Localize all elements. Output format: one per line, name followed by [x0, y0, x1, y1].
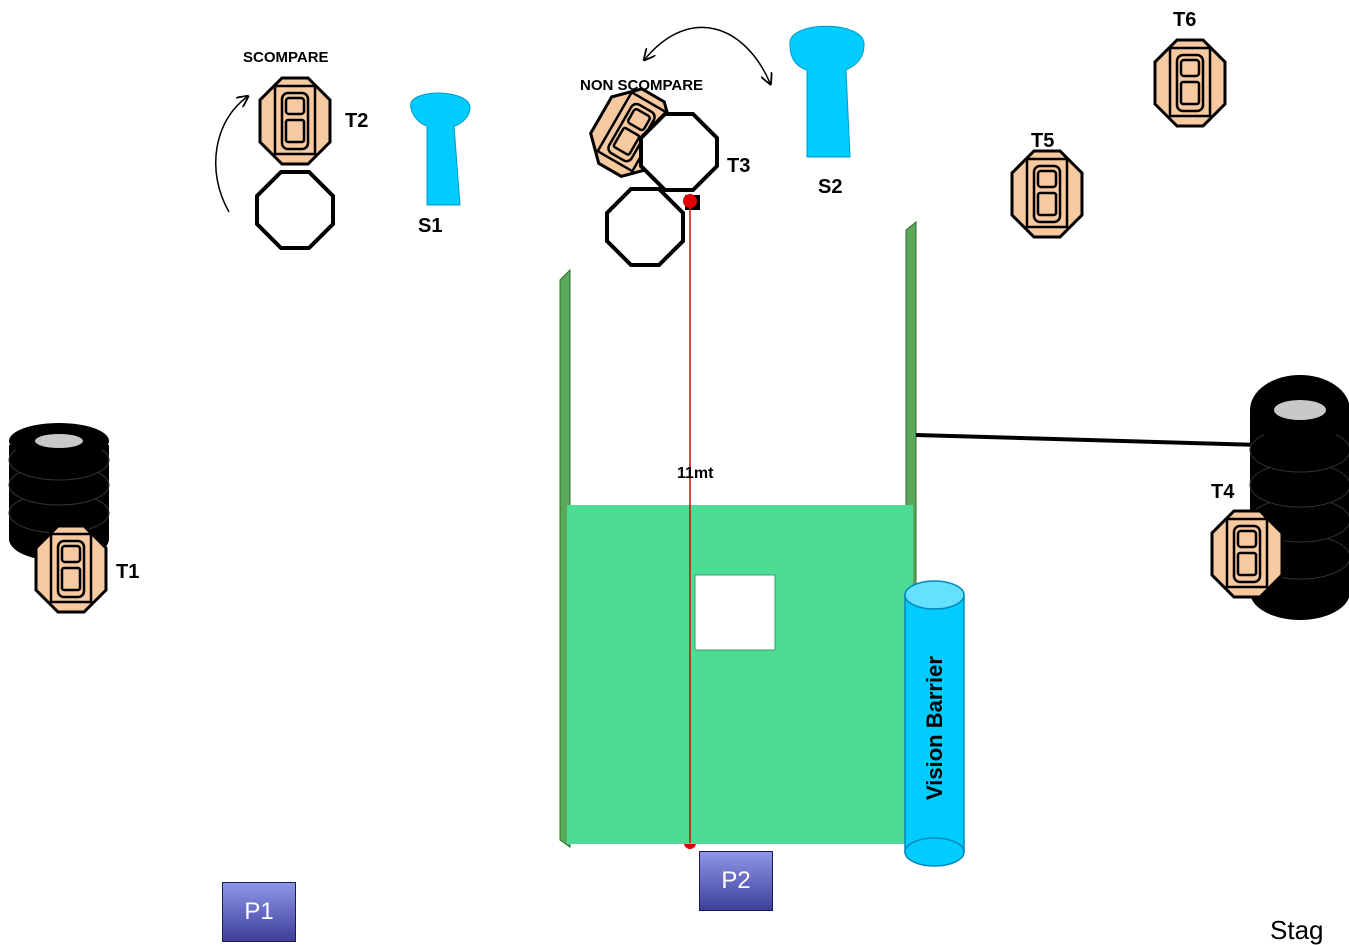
swinger-arrow-icon [215, 97, 247, 213]
label-t2: T2 [345, 110, 368, 132]
no-shoot-t3-upper [639, 112, 719, 192]
label-vision-barrier: Vision Barrier [922, 656, 947, 800]
label-s1: S1 [418, 215, 442, 237]
label-distance: 11mt [677, 465, 714, 482]
no-shoot-t2 [255, 170, 335, 250]
label-scompare: SCOMPARE [243, 49, 329, 66]
label-t5: T5 [1031, 130, 1054, 152]
steel-popper-s2 [789, 25, 865, 158]
vision-barrier [904, 580, 965, 867]
label-t1: T1 [116, 561, 139, 583]
shooting-position-p1: P1 [222, 882, 296, 942]
target-t5 [1010, 149, 1084, 239]
shooting-line-start-dot [683, 194, 697, 208]
stage-caption: Stag [1270, 915, 1324, 945]
wall-window [694, 574, 776, 651]
no-shoot-t3-lower [605, 187, 685, 267]
tire-stack-left [8, 423, 110, 561]
target-t6 [1153, 38, 1227, 128]
activator-arrow-icon [645, 26, 770, 83]
label-s2: S2 [818, 176, 842, 198]
barrier-connector-line [915, 433, 1261, 447]
label-t3: T3 [727, 155, 750, 177]
target-t1 [34, 524, 108, 614]
shooting-position-p2: P2 [699, 851, 773, 911]
label-t4: T4 [1211, 481, 1235, 503]
front-wall [567, 505, 913, 844]
target-t4 [1210, 509, 1284, 599]
steel-popper-s1 [410, 92, 471, 206]
target-t2 [258, 76, 332, 166]
label-t6: T6 [1173, 9, 1196, 31]
tire-stack-right [1249, 375, 1349, 620]
label-non-scompare: NON SCOMPARE [580, 77, 703, 94]
